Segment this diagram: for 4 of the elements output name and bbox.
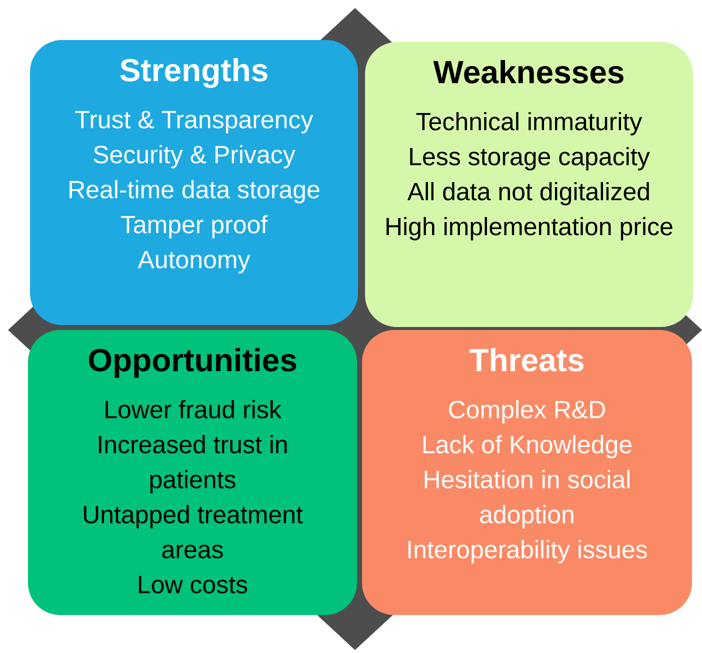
weaknesses-box: Weaknesses Technical immaturity Less storage capacity All data not digitalized High implementation price — [365, 42, 693, 327]
threats-box: Threats Complex R&D Lack of Knowledge Hesitation in social adoption Interoperability issues — [362, 330, 692, 615]
opportunities-box: Opportunities Lower fraud risk Increased trust in patients Untapped treatment areas Low costs — [28, 330, 357, 615]
strengths-box: Strengths Trust & Transparency Security & Privacy Real-time data storage Tamper proof Autonomy — [30, 40, 358, 325]
